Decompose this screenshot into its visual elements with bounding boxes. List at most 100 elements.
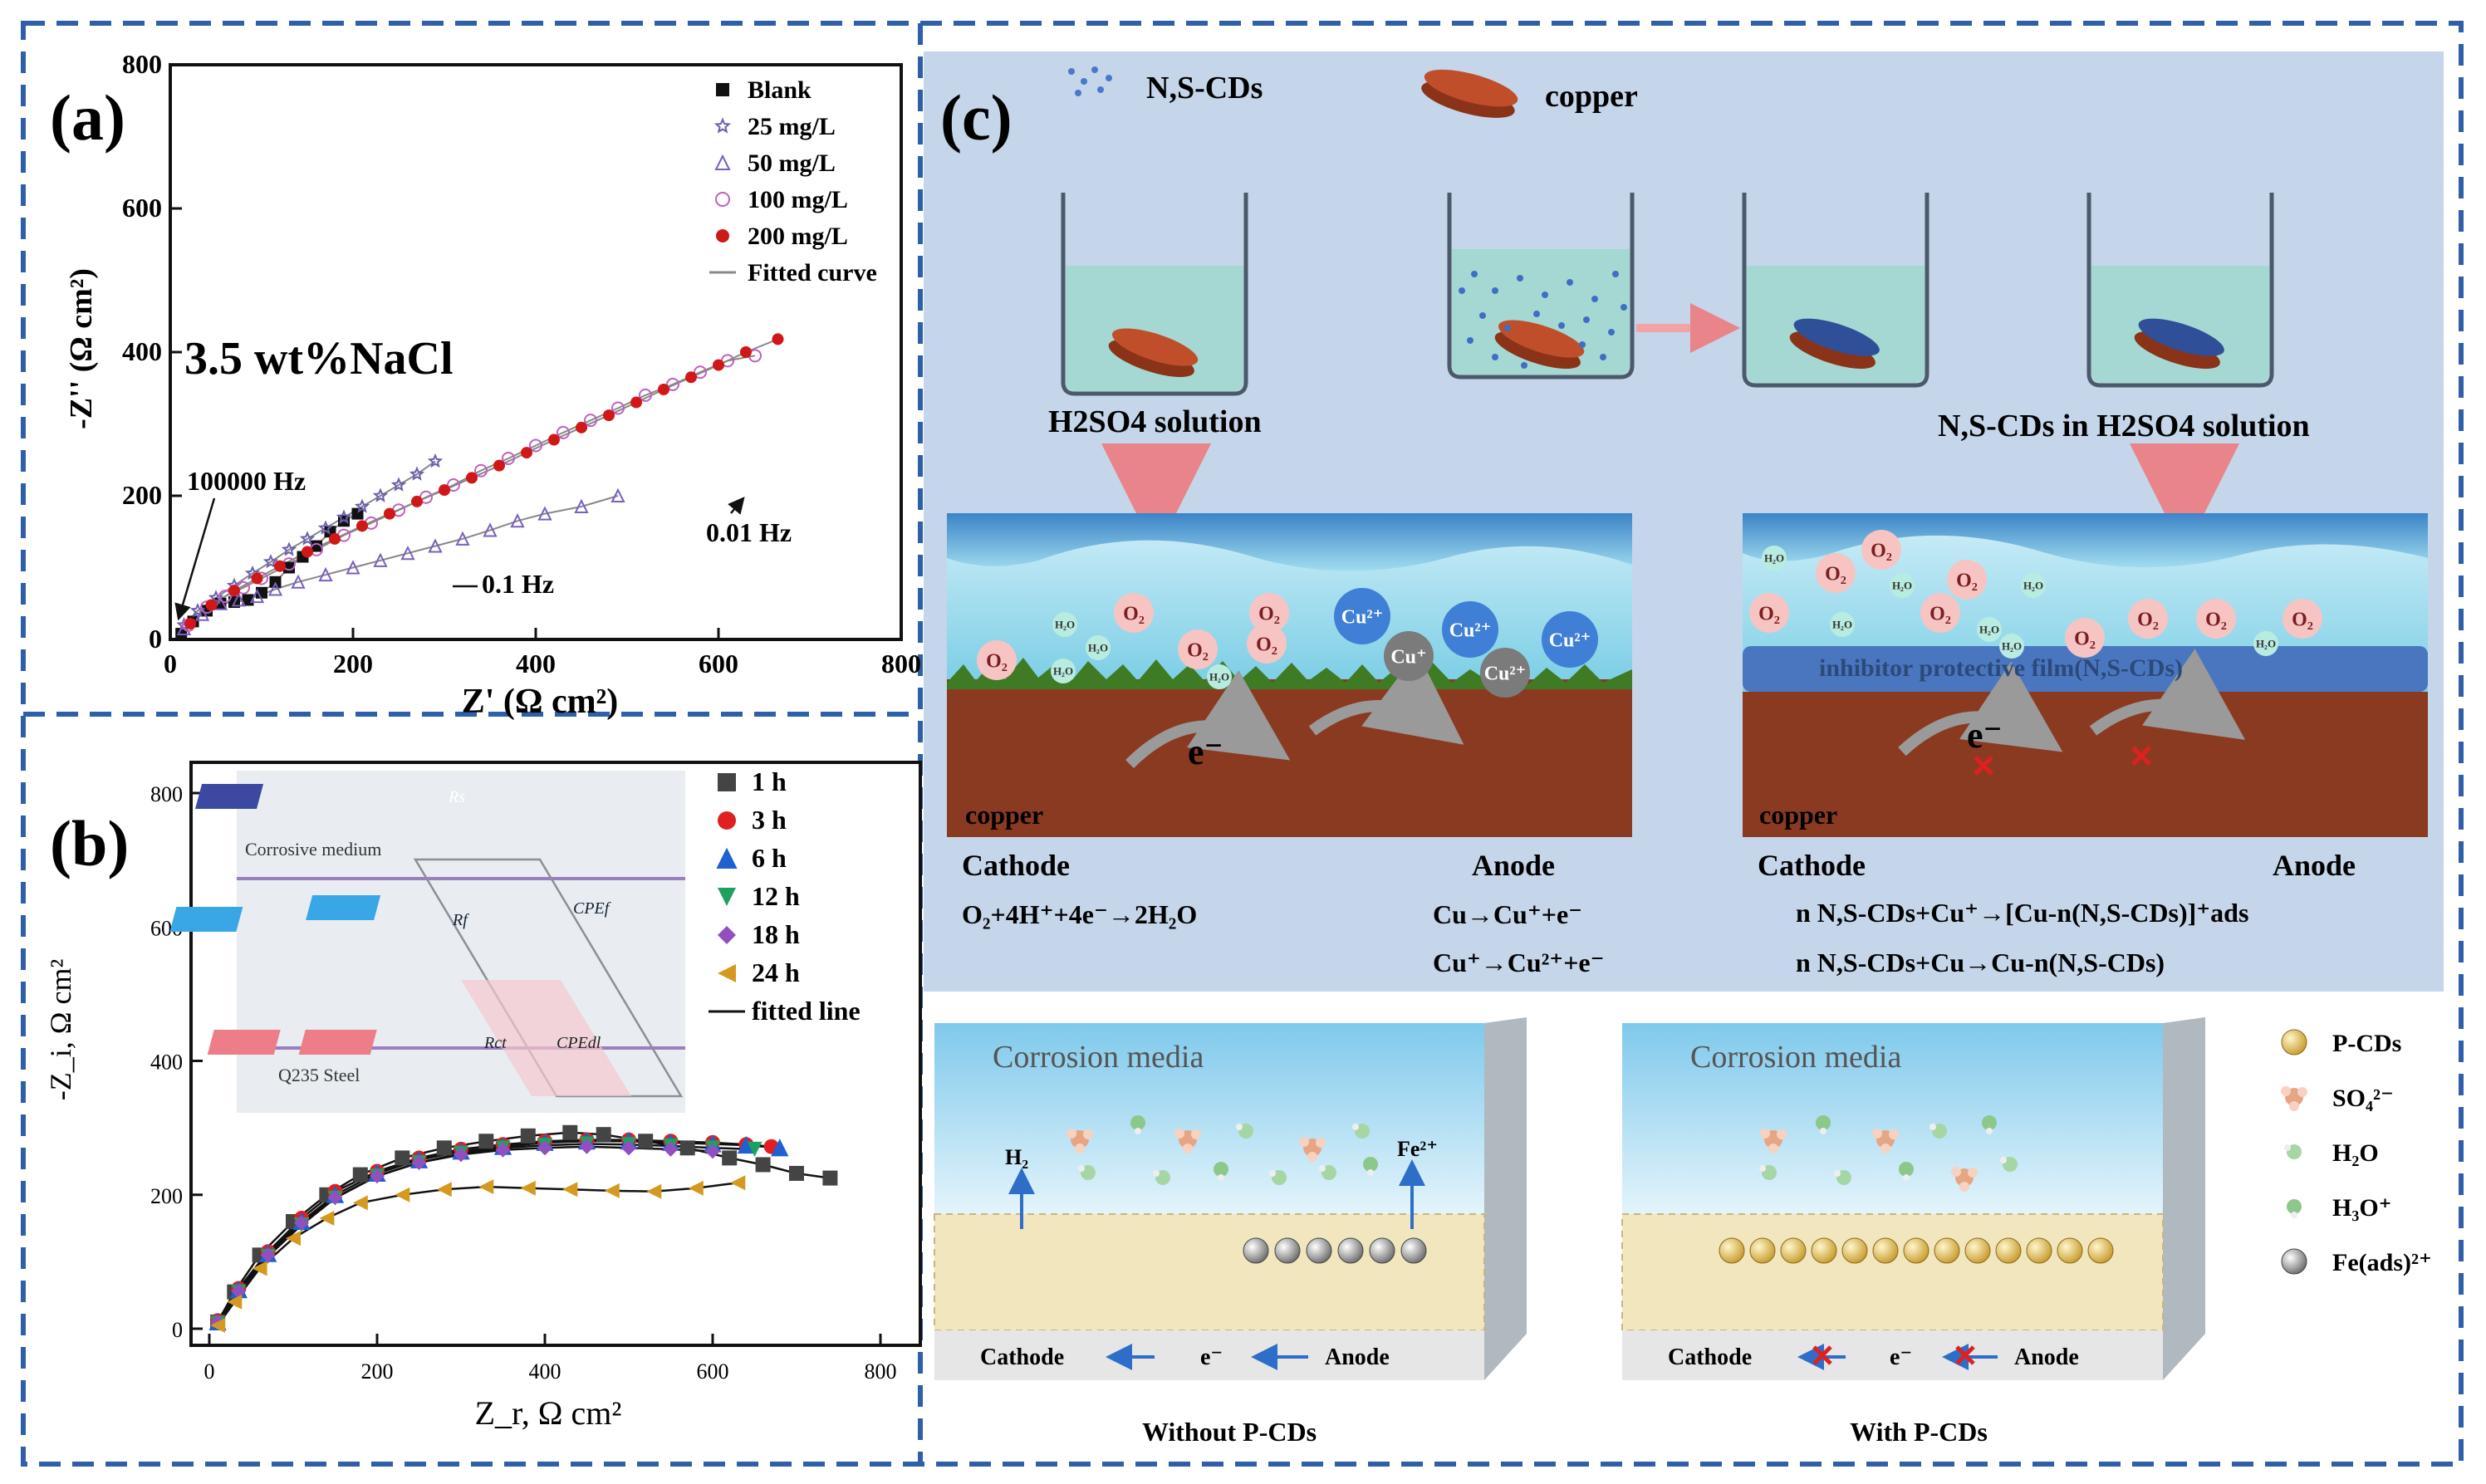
species-bubble — [1086, 635, 1111, 660]
data-point — [208, 590, 224, 605]
circuit-rct-label: Rct — [483, 1034, 507, 1052]
plot-a-medium: 3.5 wt%NaCl — [184, 333, 454, 384]
species-label: O₂ — [1929, 603, 1951, 624]
cathode-left: Cathode — [962, 849, 1070, 882]
p-cd-ball — [1903, 1237, 1929, 1264]
data-point — [436, 1182, 452, 1197]
data-point — [537, 1140, 552, 1156]
data-point — [658, 383, 669, 395]
data-point — [274, 560, 286, 572]
data-point — [722, 1150, 738, 1166]
species-bubble — [1947, 560, 1987, 600]
box-right: Corrosion media Cathode e⁻ Anode — [1621, 1017, 2205, 1380]
outer-frame — [21, 21, 2464, 1467]
data-point — [228, 585, 240, 597]
data-point — [510, 513, 525, 528]
legend-marker — [715, 192, 730, 207]
data-point — [447, 478, 460, 492]
legend-marker — [714, 154, 731, 170]
species-label: H₂O — [1209, 671, 1229, 683]
legend-d-label: Fe(ads)²⁺ — [2332, 1249, 2432, 1276]
panel-a-letter: (a) — [50, 81, 125, 154]
species-bubble — [1249, 593, 1289, 633]
legend-label: 200 mg/L — [748, 223, 848, 250]
data-point — [621, 1140, 636, 1156]
legend-marker — [718, 773, 736, 791]
data-point — [562, 1182, 578, 1197]
species-bubble — [1178, 629, 1218, 669]
data-point — [493, 459, 505, 472]
species-label: H₂O — [2256, 638, 2276, 650]
data-point — [630, 396, 642, 409]
copper-label-left: copper — [965, 800, 1043, 830]
legend-marker — [718, 888, 736, 906]
box-left: Corrosion media H₂ Fe²⁺ Cathode e⁻ Anode — [934, 1017, 1527, 1380]
species-bubble — [1977, 617, 2002, 642]
data-point — [454, 1147, 468, 1163]
data-point — [213, 595, 228, 610]
species-label: Cu²⁺ — [1484, 663, 1527, 684]
species-bubble — [1920, 593, 1960, 633]
media-label-left: Corrosion media — [993, 1040, 1204, 1075]
species-d-right — [1719, 1115, 2114, 1264]
data-point — [311, 540, 322, 552]
data-point — [663, 1141, 679, 1157]
legend-marker — [718, 926, 736, 944]
p-cd-ball — [2281, 1029, 2307, 1055]
anode-left: Anode — [1472, 849, 1555, 882]
p-cd-ball — [1719, 1237, 1745, 1264]
fe-ball — [1400, 1237, 1427, 1264]
legend-label: 50 mg/L — [748, 149, 836, 177]
data-point — [227, 1294, 243, 1310]
species-label: Cu⁺ — [1390, 646, 1426, 668]
data-point — [354, 498, 370, 513]
plot-a-ylabel: -Z'' (Ω cm²) — [64, 268, 99, 429]
circuit-inset-bg — [237, 771, 685, 1113]
data-point — [771, 1139, 789, 1157]
species-bubble — [1890, 573, 1915, 598]
data-point — [283, 561, 295, 574]
legend-label: Fitted curve — [748, 259, 877, 287]
species-bubble — [1052, 612, 1077, 637]
data-point — [231, 1283, 247, 1299]
legend-marker — [713, 117, 732, 134]
data-point — [286, 1231, 301, 1246]
eq-cathode: O₂+4H⁺+4e⁻→2H₂O — [962, 899, 1197, 929]
data-point — [370, 1168, 385, 1184]
ytick-label: 400 — [122, 336, 162, 366]
data-point — [346, 560, 360, 575]
data-point — [548, 433, 560, 446]
h2-label: H₂ — [1005, 1145, 1028, 1169]
anode-d-left: Anode — [1325, 1344, 1390, 1370]
p-cd-ball — [1811, 1237, 1837, 1264]
species-bubble — [2021, 573, 2046, 598]
block-x-d — [1812, 1345, 1975, 1365]
species-d-left — [1066, 1115, 1427, 1264]
data-point — [755, 1157, 771, 1173]
xtick-label: 800 — [881, 649, 921, 678]
xtick-label: 200 — [333, 649, 373, 678]
data-point — [638, 1134, 654, 1149]
plot-a-xlabel: Z' (Ω cm²) — [462, 683, 619, 721]
species-label: H₂O — [2002, 640, 2022, 653]
species-bubble — [1442, 601, 1498, 658]
ytick-label: 400 — [150, 1051, 183, 1075]
species-label: H₂O — [2023, 580, 2043, 592]
xtick-label: 0 — [164, 649, 177, 678]
data-point — [251, 572, 263, 585]
data-point — [395, 1187, 410, 1202]
species-label: O₂ — [2205, 609, 2227, 630]
beaker-4 — [2086, 193, 2274, 388]
p-cd-ball — [1995, 1237, 2022, 1264]
circuit-medium-label: Corrosive medium — [245, 839, 381, 860]
data-point — [329, 532, 341, 545]
legend-label: 1 h — [752, 766, 787, 796]
legend-label: fitted line — [752, 996, 861, 1026]
circuit-cpef-label: CPEf — [573, 899, 611, 918]
species-bubble — [1542, 611, 1598, 668]
species-label: O₂ — [1256, 634, 1277, 655]
